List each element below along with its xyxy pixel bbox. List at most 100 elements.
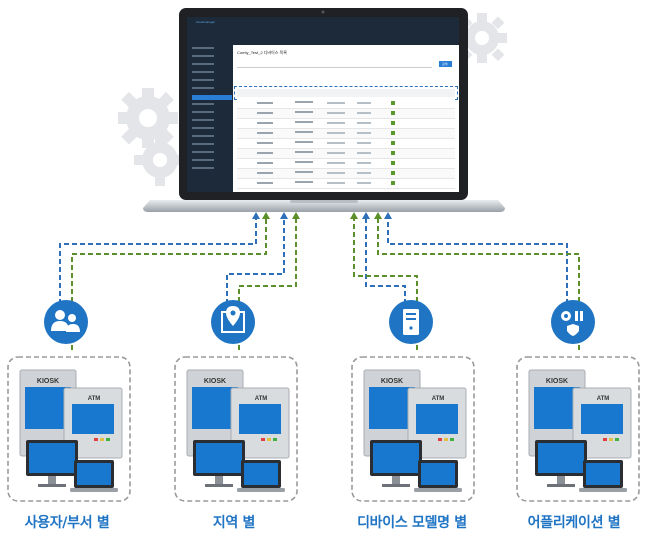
sidebar-item: [192, 143, 214, 145]
category-icon-model: [389, 300, 433, 344]
table-cell: [357, 112, 371, 114]
monitor-stand: [215, 476, 223, 484]
table-cell: [357, 102, 371, 104]
table-cell: [257, 172, 273, 174]
monitor-stand: [48, 476, 56, 484]
table-cell: [257, 102, 273, 104]
sidebar-item: [192, 151, 214, 153]
screen-topbar: [187, 17, 459, 27]
table-header: [234, 86, 458, 100]
kiosk-label: KIOSK: [204, 378, 226, 385]
atm-key-yellow: [609, 438, 613, 441]
table-cell: [327, 112, 345, 114]
sidebar-item: [192, 79, 214, 81]
atm-screen: [581, 404, 623, 434]
kiosk-label: KIOSK: [381, 378, 403, 385]
table-cell: [357, 152, 371, 154]
monitor-screen: [538, 443, 584, 473]
atm-key-green: [450, 438, 454, 441]
atm-screen: [239, 404, 281, 434]
sidebar-item: [192, 127, 214, 129]
sidebar-item: [192, 111, 214, 113]
line-region-blue: [226, 214, 285, 312]
small-laptop-base: [414, 488, 462, 492]
atm-key-green: [106, 438, 110, 441]
small-laptop-screen: [421, 463, 455, 485]
sidebar-item: [192, 103, 214, 105]
gear-icon-left-large: [118, 88, 178, 148]
table-cell: [327, 132, 345, 134]
atm-key-red: [94, 438, 98, 441]
status-icon: [391, 131, 395, 135]
atm-key-red: [261, 438, 265, 441]
small-laptop-screen: [586, 463, 620, 485]
table-cell: [257, 122, 273, 124]
table-cell: [295, 101, 313, 103]
table-cell: [295, 121, 313, 123]
table-cell: [295, 131, 313, 133]
atm-key-yellow: [267, 438, 271, 441]
table-cell: [357, 182, 371, 184]
small-laptop-base: [579, 488, 627, 492]
table-cell: [295, 151, 313, 153]
server-tower-icon: [403, 309, 419, 335]
atm-key-green: [273, 438, 277, 441]
kiosk-screen: [534, 387, 580, 429]
atm-label: ATM: [597, 396, 610, 402]
atm-key-yellow: [100, 438, 104, 441]
app-settings-icon: [561, 311, 583, 336]
table-row: [237, 169, 455, 179]
monitor-stand: [557, 476, 565, 484]
status-icon: [391, 151, 395, 155]
atm-key-red: [603, 438, 607, 441]
laptop-camera: [321, 10, 325, 14]
screen-toolbar: [233, 27, 459, 45]
kiosk-screen: [25, 387, 71, 429]
table-cell: [327, 122, 345, 124]
table-cell: [327, 152, 345, 154]
table-cell: [295, 111, 313, 113]
monitor-foot: [205, 484, 233, 487]
status-icon: [391, 101, 395, 105]
kiosk-screen: [369, 387, 415, 429]
sidebar-item: [192, 47, 214, 49]
atm-screen: [416, 404, 458, 434]
table-cell: [327, 172, 345, 174]
table-row: [237, 109, 455, 119]
search-button[interactable]: 검색: [439, 61, 452, 67]
small-laptop-screen: [244, 463, 278, 485]
monitor-screen: [373, 443, 419, 473]
table-cell: [257, 182, 273, 184]
map-pin-icon: [221, 306, 245, 333]
monitor-screen: [29, 443, 75, 473]
sidebar-item: [192, 87, 214, 89]
atm-key-green: [615, 438, 619, 441]
status-icon: [391, 161, 395, 165]
table-row: [237, 159, 455, 169]
sidebar-item: [192, 135, 214, 137]
monitor-foot: [547, 484, 575, 487]
filter-row: [237, 61, 432, 68]
page-title: Comty_Test_2 디바이스 목록: [237, 50, 287, 55]
table-cell: [257, 152, 273, 154]
sidebar-item: [192, 71, 214, 73]
screen-sidebar: [187, 17, 233, 192]
atm-label: ATM: [88, 396, 101, 402]
table-cell: [327, 162, 345, 164]
table-cell: [295, 181, 313, 183]
monitor-stand: [392, 476, 400, 484]
table-cell: [357, 162, 371, 164]
laptop-notch: [290, 200, 358, 203]
line-model-blue: [365, 214, 406, 312]
connection-lines: [59, 214, 580, 350]
status-icon: [391, 111, 395, 115]
table-cell: [257, 142, 273, 144]
table-cell: [295, 161, 313, 163]
line-app-blue: [387, 214, 568, 312]
line-users-blue: [59, 214, 257, 312]
table-row: [237, 149, 455, 159]
category-label-model: 디바이스 모델명 별: [357, 515, 467, 531]
